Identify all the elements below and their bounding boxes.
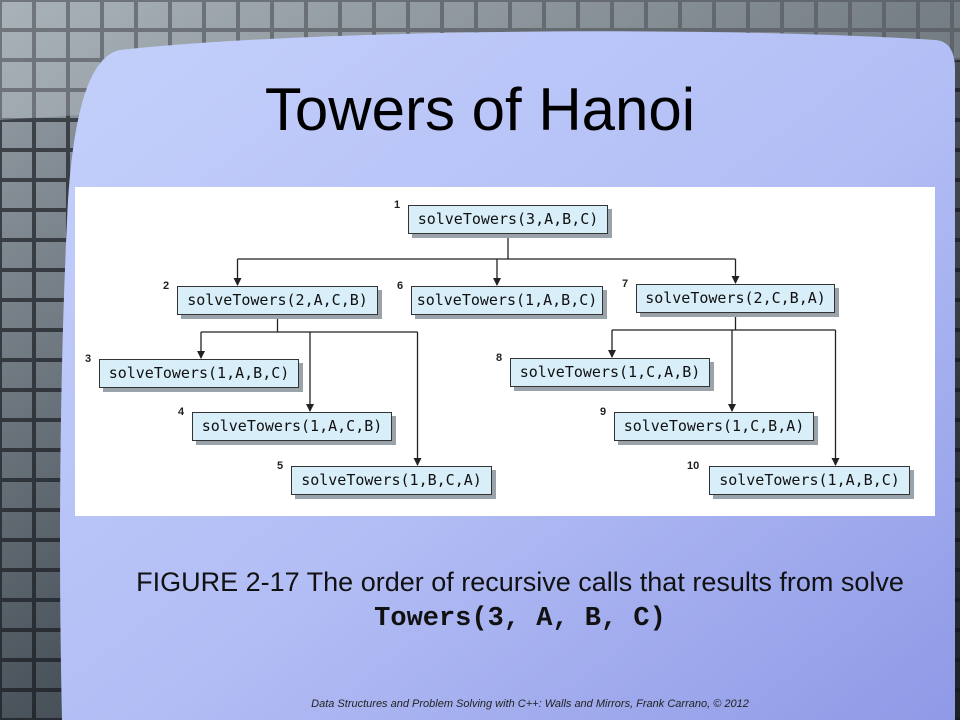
call-node-label: solveTowers(2,A,C,B)	[177, 286, 378, 315]
footer-citation: Data Structures and Problem Solving with…	[311, 698, 749, 710]
call-node-5: solveTowers(1,B,C,A)	[291, 466, 496, 499]
call-node-label: solveTowers(1,A,B,C)	[411, 286, 603, 315]
caption-text: FIGURE 2-17 The order of recursive calls…	[136, 567, 904, 597]
call-order-number: 1	[394, 199, 401, 211]
call-node-label: solveTowers(1,A,B,C)	[709, 466, 910, 495]
caption-code: Towers(3, A, B, C)	[374, 604, 666, 634]
call-node-label: solveTowers(1,A,C,B)	[192, 412, 392, 441]
call-order-number: 3	[85, 353, 92, 365]
call-node-8: solveTowers(1,C,A,B)	[510, 358, 714, 391]
call-node-2: solveTowers(2,A,C,B)	[177, 286, 382, 319]
recursion-tree-diagram: solveTowers(3,A,B,C) 1 solveTowers(2,A,C,B…	[75, 187, 935, 516]
call-node-6: solveTowers(1,A,B,C)	[411, 286, 607, 319]
call-order-number: 7	[622, 278, 629, 290]
call-node-label: solveTowers(2,C,B,A)	[636, 284, 835, 313]
call-node-10: solveTowers(1,A,B,C)	[709, 466, 914, 499]
figure-caption: FIGURE 2-17 The order of recursive calls…	[90, 565, 950, 636]
slide-title: Towers of Hanoi	[264, 76, 696, 143]
call-edges	[197, 234, 840, 466]
call-order-number: 9	[600, 406, 607, 418]
call-order-number: 6	[397, 280, 404, 292]
call-node-label: solveTowers(1,A,B,C)	[99, 359, 299, 388]
call-node-label: solveTowers(3,A,B,C)	[408, 205, 608, 234]
call-order-number: 10	[687, 460, 700, 472]
call-order-number: 5	[277, 460, 284, 472]
call-node-1: solveTowers(3,A,B,C)	[408, 205, 612, 238]
call-node-9: solveTowers(1,C,B,A)	[614, 412, 818, 445]
call-order-number: 4	[178, 406, 185, 418]
call-node-label: solveTowers(1,C,B,A)	[614, 412, 814, 441]
call-node-7: solveTowers(2,C,B,A)	[636, 284, 839, 317]
call-node-4: solveTowers(1,A,C,B)	[192, 412, 396, 445]
call-order-number: 2	[163, 280, 170, 292]
call-node-label: solveTowers(1,B,C,A)	[291, 466, 492, 495]
call-order-number: 8	[496, 352, 503, 364]
call-node-label: solveTowers(1,C,A,B)	[510, 358, 710, 387]
call-node-3: solveTowers(1,A,B,C)	[99, 359, 303, 392]
